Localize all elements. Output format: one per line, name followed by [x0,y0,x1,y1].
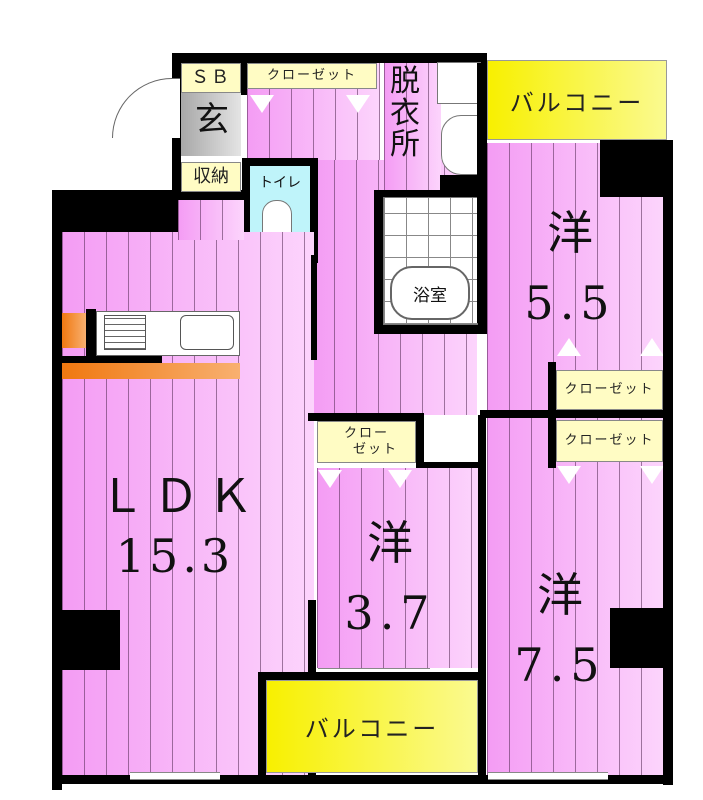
closet-door-icon [388,470,412,488]
closet-small-line2: ゼット [352,442,398,457]
balcony-south-wall-left [258,672,266,782]
toilet-label: トイレ [259,175,301,191]
kitchen-bar [62,363,240,379]
small-room-size: 3.7 [344,586,436,640]
outer-wall-bottom-overlay [52,775,130,784]
entrance-wall [241,63,247,95]
small-room-floor [317,468,478,668]
entrance-label: 玄 [195,100,229,140]
room-5-5-pillar [600,140,673,197]
outer-wall-right-overlay [663,140,673,785]
closet-door-icon [318,470,342,488]
kitchen-cabinet-left [62,313,86,348]
washbasin-icon [441,115,481,175]
closet-door-icon [250,95,274,113]
closet-divider-left-lower [548,418,556,468]
small-room-wall-right [416,413,424,468]
center-divider-overlay [478,415,486,775]
small-room-wall-mid [416,462,482,469]
ldk-size: 15.3 [115,529,235,583]
balcony-north: バルコニー [487,60,667,140]
room-7-5-size: 7.5 [514,638,606,692]
dressing-floor [384,63,441,190]
outer-wall-top [172,53,487,63]
washing-machine-icon [437,62,481,104]
ldk-floor-top [178,200,244,240]
small-room-label: 洋 [367,516,413,570]
closet-door-icon [346,95,370,113]
closet-small-line1: クロー [343,426,389,442]
closet-hall[interactable]: クローゼット [247,63,377,89]
balcony-south: バルコニー [266,680,478,773]
closet-door-icon [557,466,581,484]
bathtub: 浴室 [390,266,470,320]
storage[interactable]: 収納 [181,162,241,192]
room-7-5-window[interactable] [488,772,608,780]
room-5-5-floor [487,143,663,413]
ldk-pillar-bottom [62,610,120,670]
closet-south-room-overlay[interactable]: クローゼット [556,420,663,462]
room-divider-mid [480,410,670,418]
outer-wall-left [52,190,62,790]
shoe-box[interactable]: ＳＢ [181,63,241,93]
ldk-pillar-top [62,200,178,232]
closet-north-room[interactable]: クローゼット [556,370,663,410]
sink-icon [180,315,234,350]
dressing-label: 脱衣所 [390,64,420,162]
ldk-label: ＬＤＫ [99,469,261,523]
closet-south-room-label: クローゼット [564,433,655,449]
room-5-5-size: 5.5 [524,276,616,330]
stove-icon [104,315,146,350]
room-5-5-label: 洋 [547,206,593,260]
closet-small-room[interactable]: クロー ゼット [317,421,416,463]
outer-wall-bottom-overlay2 [608,775,673,784]
balcony-south-wall [258,672,486,680]
entrance-door-swing[interactable] [112,78,180,138]
entrance-floor [181,93,241,156]
ldk-divider [311,255,317,360]
small-room-wall-top [308,413,424,421]
closet-door-icon [640,338,664,356]
room-7-5-label: 洋 [537,568,583,622]
closet-door-icon [640,466,664,484]
outer-wall-bottom [52,775,672,784]
room-7-5-pillar [610,608,673,668]
kitchen-bar-wall [62,356,162,364]
outer-wall-ldk-top [52,190,242,200]
kitchen-counter-edge [86,309,96,364]
center-divider [477,63,487,323]
closet-door-icon [557,338,581,356]
ldk-window[interactable] [130,772,220,780]
